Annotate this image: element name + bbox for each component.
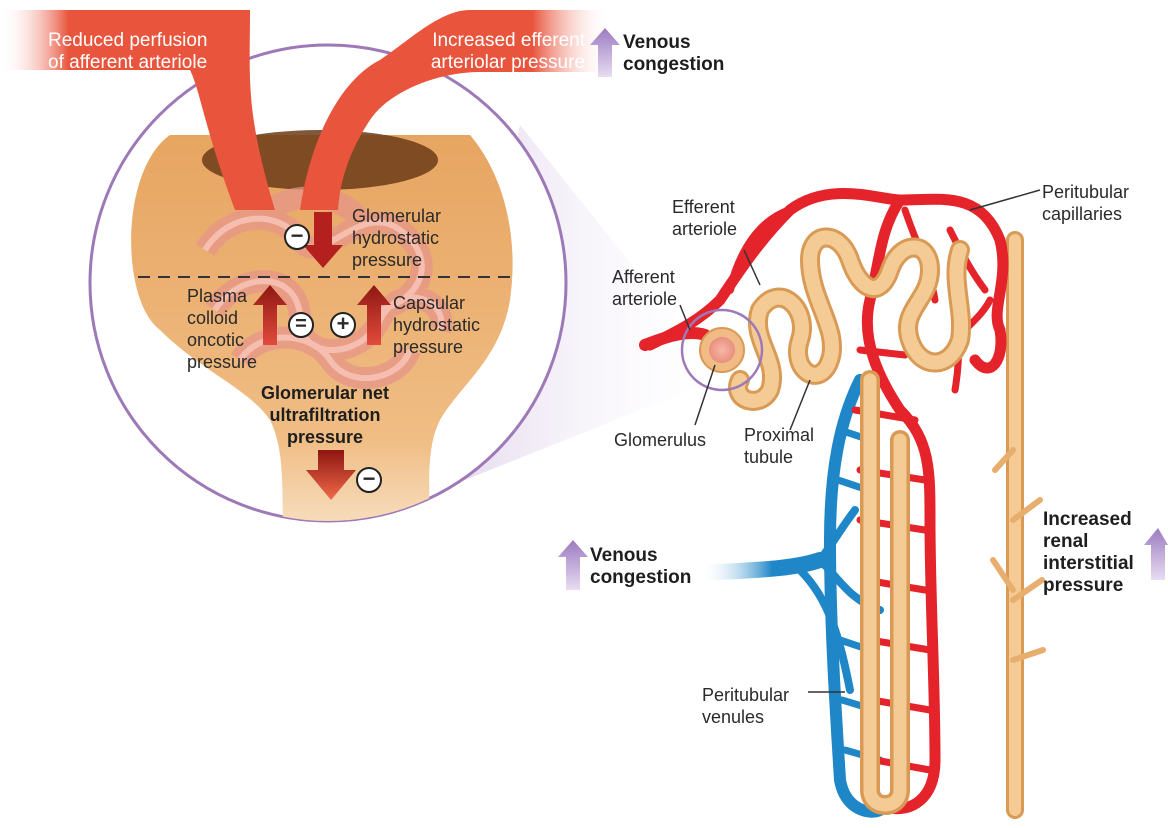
minus-sign: −	[285, 225, 309, 247]
afferent-arteriole-label: Afferent arteriole	[612, 266, 677, 310]
minus-sign-net: −	[357, 468, 381, 490]
efferent-arteriole-label: Efferent arteriole	[672, 196, 737, 240]
glomerulus-label: Glomerulus	[614, 429, 706, 451]
glomerular-hydrostatic-label: Glomerular hydrostatic pressure	[352, 205, 441, 271]
increased-renal-interstitial-label: Increased renal interstitial pressure	[1043, 509, 1134, 597]
proximal-tubule-label: Proximal tubule	[744, 424, 814, 468]
peritubular-venules-label: Peritubular venules	[702, 684, 789, 728]
interstitial-pressure-arrow	[1144, 528, 1168, 580]
glomerulus-small	[709, 337, 735, 363]
increased-efferent-label: Increased efferent arteriolar pressure	[395, 30, 585, 74]
plus-sign: +	[331, 313, 355, 335]
capsular-hydrostatic-label: Capsular hydrostatic pressure	[393, 292, 480, 358]
plasma-colloid-label: Plasma colloid oncotic pressure	[187, 285, 257, 373]
net-ultrafiltration-label: Glomerular net ultrafiltration pressure	[230, 382, 420, 448]
peritubular-capillaries-label: Peritubular capillaries	[1042, 181, 1129, 225]
venous-congestion-mid-label: Venous congestion	[590, 545, 691, 589]
venous-congestion-arrow-mid	[558, 540, 588, 590]
equals-sign: =	[289, 313, 313, 335]
venous-congestion-top-label: Venous congestion	[623, 32, 724, 76]
reduced-perfusion-label: Reduced perfusion of afferent arteriole	[48, 30, 208, 74]
